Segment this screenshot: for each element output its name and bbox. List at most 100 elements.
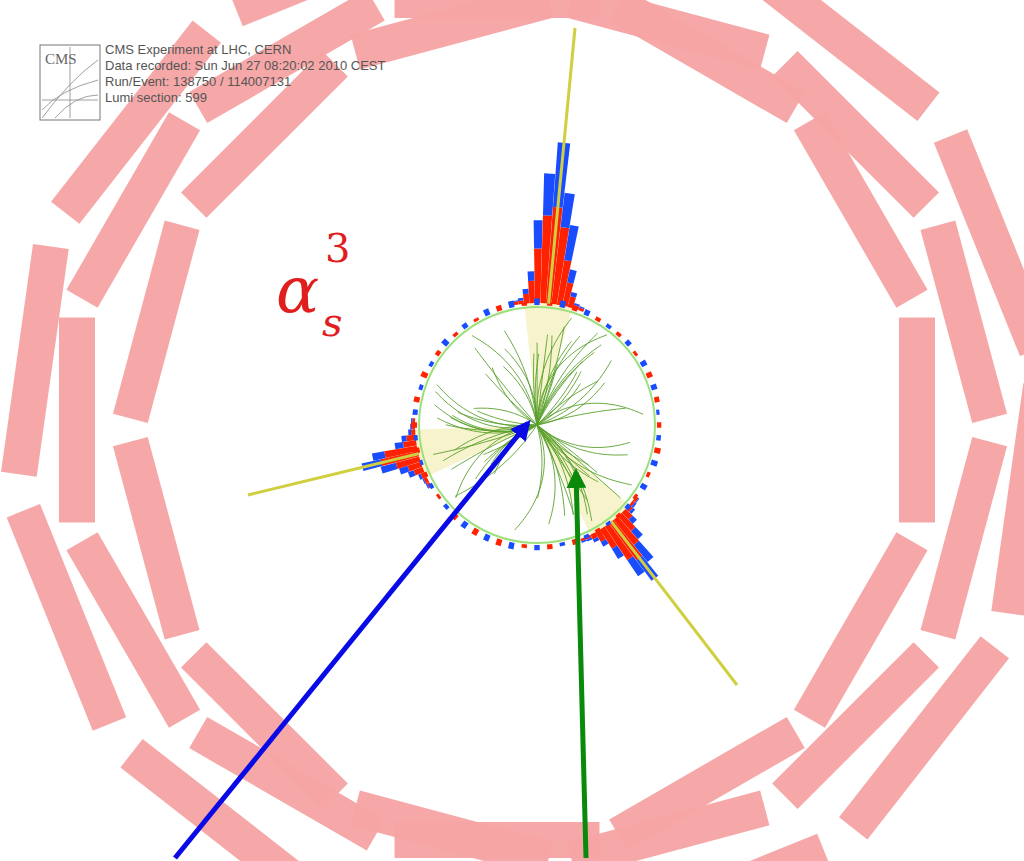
cms-logo-box — [40, 45, 100, 120]
calorimeter-tower — [521, 544, 527, 548]
calorimeter-tower — [657, 422, 661, 427]
particle-track — [537, 333, 598, 425]
calorimeter-tower — [425, 483, 429, 488]
particle-track — [486, 374, 537, 425]
calorimeter-tower — [646, 371, 653, 378]
calorimeter-tower — [508, 542, 515, 550]
calorimeter-tower — [508, 301, 515, 309]
particle-track — [515, 425, 545, 530]
particle-track — [537, 425, 630, 448]
coupling-symbol-box: α — [276, 258, 319, 322]
muon-chamber — [839, 636, 1009, 839]
calorimeter-tower — [534, 545, 540, 550]
calorimeter-tower — [411, 422, 417, 428]
calorimeter-tower — [654, 447, 661, 454]
calorimeter-tower — [522, 289, 528, 294]
event-info-box: CMS Experiment at LHC, CERN — [105, 43, 291, 56]
calorimeter-tower — [372, 451, 386, 460]
calorimeter-tower — [601, 539, 609, 546]
calorimeter-tower — [547, 544, 553, 549]
calorimeter-tower — [583, 309, 590, 316]
calorimeter-tower — [595, 528, 603, 537]
cms-logo-lines — [42, 47, 98, 118]
particle-track — [503, 367, 537, 425]
calorimeter-tower — [411, 429, 415, 435]
calorimeter-tower — [528, 271, 535, 281]
calorimeter-tower — [559, 300, 566, 308]
particle-track — [537, 425, 565, 516]
calorimeter-tower — [640, 360, 648, 368]
muon-chamber — [59, 318, 95, 523]
particle-track — [537, 425, 574, 514]
calorimeter-tower — [483, 534, 491, 542]
tracker-boundary — [419, 307, 655, 543]
particle-track — [483, 425, 537, 455]
calorimeter-tower — [581, 539, 587, 543]
particle-track — [537, 425, 573, 515]
calorimeter-tower — [534, 220, 543, 248]
calorimeter-tower — [612, 545, 624, 559]
particle-track — [537, 425, 542, 498]
event-info: CMS Experiment at LHC, CERN — [105, 42, 291, 57]
muon-chamber — [567, 790, 770, 861]
calorimeter-tower — [572, 305, 579, 312]
calorimeter-tower — [496, 305, 503, 312]
muon-chamber — [736, 0, 939, 121]
pointer-arrow — [175, 423, 528, 858]
coupling-exponent-box: 3 — [325, 228, 350, 268]
calorimeter-tower — [564, 225, 579, 261]
event-info: Lumi section: 599 — [105, 90, 207, 105]
calorimeter-tower — [593, 537, 600, 542]
coupling-subscript-box: s — [322, 302, 343, 342]
muon-chamber — [7, 504, 127, 731]
calorimeter-tower — [632, 502, 637, 508]
particle-track — [537, 336, 580, 425]
calorimeter-tower — [423, 471, 428, 477]
muon-chamber — [229, 0, 456, 26]
particle-track — [537, 425, 592, 521]
calorimeter-tower — [413, 435, 417, 441]
calorimeter-tower — [646, 471, 651, 477]
calorimeter-tower — [518, 298, 524, 301]
calorimeter-tower — [561, 193, 575, 228]
calorimeter-tower — [654, 396, 660, 402]
muon-chamber — [567, 0, 770, 70]
calorimeter-tower — [460, 521, 468, 530]
event-info: Data recorded: Sun Jun 27 08:20:02 2010 … — [105, 58, 385, 73]
particle-track — [437, 385, 537, 426]
calorimeter-tower — [579, 306, 585, 309]
calorimeter-tower — [413, 396, 420, 402]
muon-chamber — [113, 221, 200, 424]
muon-chamber — [934, 129, 1024, 356]
logo-text: CMS — [45, 51, 77, 67]
particle-track — [537, 425, 589, 476]
particle-track — [537, 425, 579, 491]
calorimeter-tower — [395, 442, 404, 449]
calorimeter-tower — [534, 249, 542, 304]
muon-chamber — [604, 834, 831, 861]
particle-track — [435, 392, 537, 429]
event-info: Run/Event: 138750 / 114007131 — [105, 74, 291, 89]
particle-track — [477, 411, 537, 425]
coupling-exponent: 3 — [325, 225, 350, 271]
muon-chamber — [899, 318, 935, 523]
particle-track — [537, 408, 626, 425]
muon-chamber — [351, 790, 554, 861]
calorimeter-tower — [418, 384, 423, 390]
calorimeter-tower — [650, 460, 658, 467]
calorimeter-tower — [559, 542, 565, 547]
event-info-box: Data recorded: Sun Jun 27 08:20:02 2010 … — [105, 59, 385, 72]
muon-chamber — [113, 437, 200, 640]
calorimeter-tower — [635, 498, 639, 503]
muon-chamber — [181, 642, 348, 809]
jet-axis — [248, 454, 418, 495]
coupling-subscript: s — [322, 299, 343, 345]
calorimeter-tower — [656, 435, 661, 441]
calorimeter-tower — [471, 528, 479, 536]
calorimeter-tower — [422, 479, 426, 485]
calorimeter-tower — [408, 429, 411, 435]
calorimeter-tower — [483, 308, 491, 316]
calorimeter-tower — [523, 294, 529, 304]
